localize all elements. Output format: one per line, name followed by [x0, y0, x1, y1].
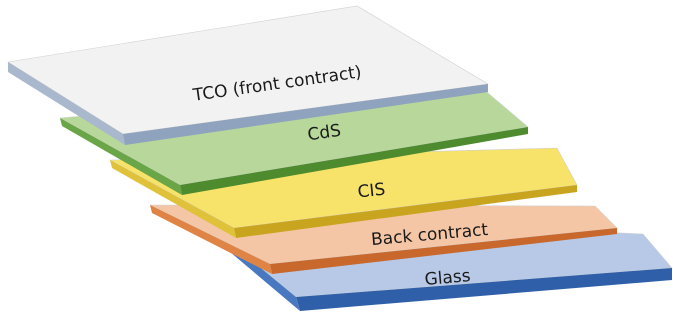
layer-cds-front — [180, 127, 528, 195]
layer-cis-label: CIS — [357, 180, 387, 203]
layer-cis-side — [110, 160, 236, 238]
layer-back-contract-side — [150, 205, 272, 274]
layer-tco-side — [8, 62, 125, 145]
layer-cis-front — [234, 185, 577, 238]
layer-cds-side — [60, 118, 182, 195]
layer-glass-label: Glass — [424, 266, 472, 290]
layer-cds-label: CdS — [306, 121, 342, 145]
layer-back-contract-front — [270, 228, 617, 274]
layer-tco-front — [123, 84, 488, 145]
layer-cds: CdS — [59, 81, 529, 195]
layer-tco: TCO (front contract) — [7, 5, 489, 145]
layer-glass-front — [296, 268, 672, 311]
